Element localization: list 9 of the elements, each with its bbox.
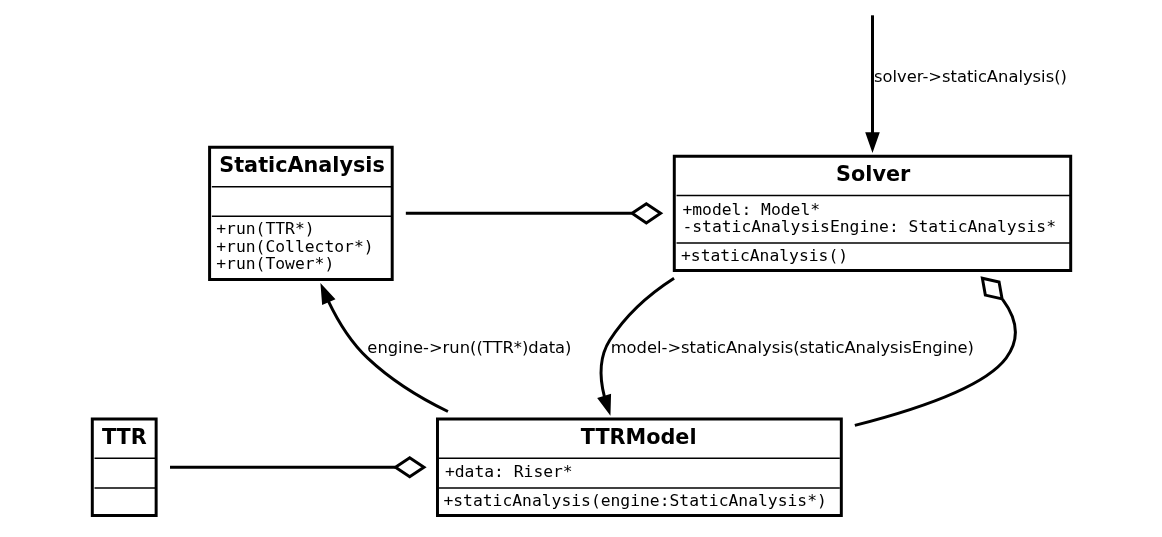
connector [405, 202, 663, 225]
arrow [319, 283, 449, 413]
arrow [864, 15, 880, 154]
connector [169, 455, 427, 479]
arrow [596, 276, 675, 416]
edge-label: model->staticAnalysis(staticAnalysisEngine) [610, 338, 974, 358]
edge-label: solver->staticAnalysis() [873, 66, 1067, 86]
edge-label: engine->run((TTR*)data) [366, 338, 571, 358]
connector [853, 276, 1017, 427]
